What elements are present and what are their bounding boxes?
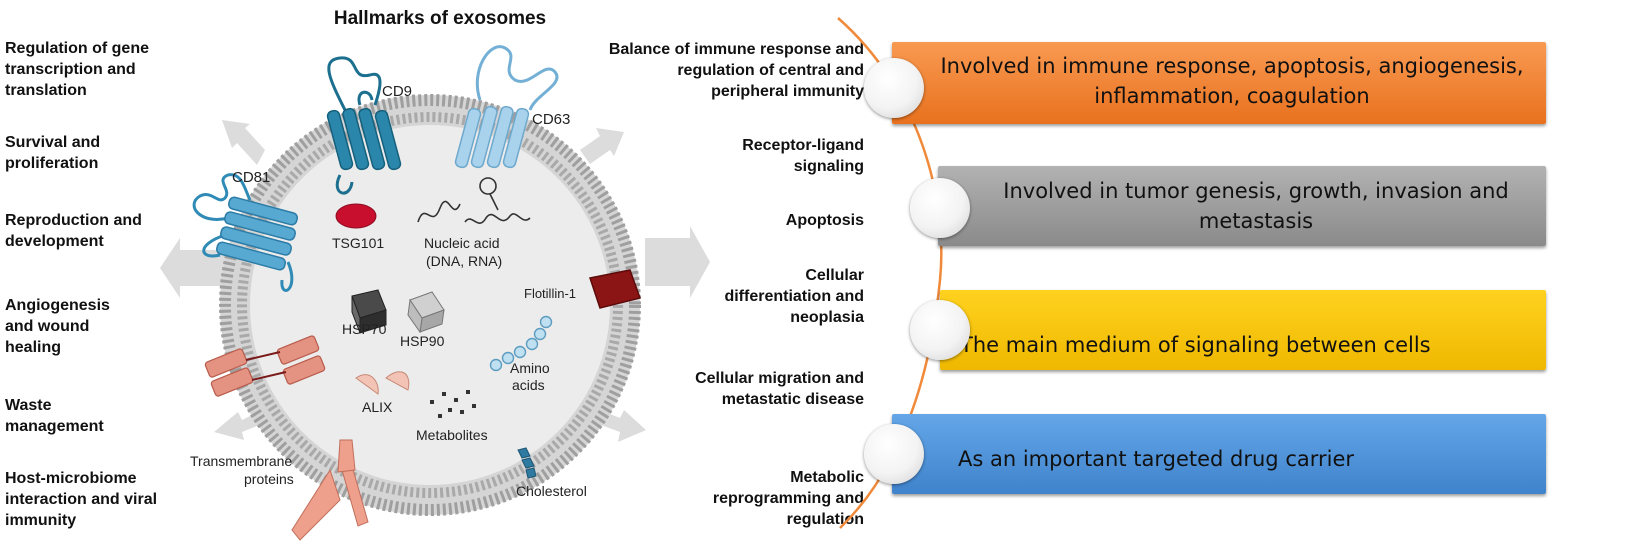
right-function-1: Balance of immune response and regulatio… [608,41,864,100]
arrow-bottom-left [214,410,262,440]
left-function-1: Regulation of gene transcription and tra… [5,40,149,99]
left-function-4: Angiogenesis and wound healing [5,297,110,356]
nucleic-acid-strands [417,177,531,224]
metabolite-dots [430,390,476,418]
right-function-3: Apoptosis [785,212,864,229]
arrow-top-right [580,128,624,164]
right-function-2: Receptor-ligand signaling [742,137,864,175]
flotillin-1-protein [589,269,641,309]
hsp70-label: HSP70 [342,321,387,337]
cholesterol-molecule [517,447,537,479]
transmembrane-label-1: Transmembrane [190,453,292,469]
cholesterol-label: Cholesterol [516,483,587,499]
receptor-protein [291,439,369,541]
left-function-3: Reproduction and development [5,212,142,250]
right-function-4: Cellular differentiation and neoplasia [724,267,864,326]
right-function-5: Cellular migration and metastatic diseas… [695,370,864,408]
amino-acid-chain [489,315,553,372]
role-bar-4-text: As an important targeted drug carrier [958,447,1355,471]
arrow-bottom-right [598,410,646,442]
hsp70-molecule [351,289,387,334]
right-function-6: Metabolic reprogramming and regulation [712,469,864,528]
role-bar-3-text: The main medium of signaling between cel… [960,333,1431,357]
cd81-label: CD81 [232,169,270,186]
amino-label-2: acids [512,377,545,393]
figure-title: Hallmarks of exosomes [333,8,547,29]
membrane-outer-ring [219,94,641,516]
tsg101-label: TSG101 [332,235,384,251]
cd63-protein [454,45,559,169]
nucleic-acid-label: Nucleic acid [424,235,499,251]
left-function-2: Survival and proliferation [5,134,101,172]
cd63-label: CD63 [532,111,570,128]
membrane-inner-ring [237,112,623,498]
alix-label: ALIX [362,399,393,415]
role-bar-1: Involved in immune response, apoptosis, … [892,42,1546,124]
cd81-protein [192,173,298,292]
left-function-5: Waste management [5,397,104,435]
role-bar-4: As an important targeted drug carrier [892,414,1546,494]
metabolites-label: Metabolites [416,427,488,443]
role-bar-2-text: Involved in tumor genesis, growth, invas… [1003,179,1509,233]
role-bar-1-circle [864,58,924,118]
outward-arrows [160,120,710,442]
arrow-left [160,238,230,298]
transmembrane-protein-block [204,335,326,397]
nucleic-acid-sub-label: (DNA, RNA) [426,253,502,269]
transmembrane-label-2: proteins [244,471,294,487]
left-function-6: Host-microbiome interaction and viral im… [5,470,158,529]
role-bar-2-circle [910,178,970,238]
amino-label-1: Amino [510,360,550,376]
role-bar-1-text: Involved in immune response, apoptosis, … [940,54,1524,108]
hsp90-label: HSP90 [400,333,445,349]
arrow-top-left [222,120,265,165]
alix-molecule [355,371,410,395]
arrow-right [645,226,710,298]
role-bar-3: The main medium of signaling between cel… [940,290,1546,370]
role-bar-2: Involved in tumor genesis, growth, invas… [938,166,1546,246]
cd9-protein [326,56,402,195]
role-bar-3-circle [910,300,970,360]
cd9-label: CD9 [382,83,412,100]
tsg101-molecule [335,203,377,229]
role-bar-4-circle [864,424,924,484]
hsp90-molecule [407,291,445,334]
flotillin-label: Flotillin-1 [524,286,576,301]
